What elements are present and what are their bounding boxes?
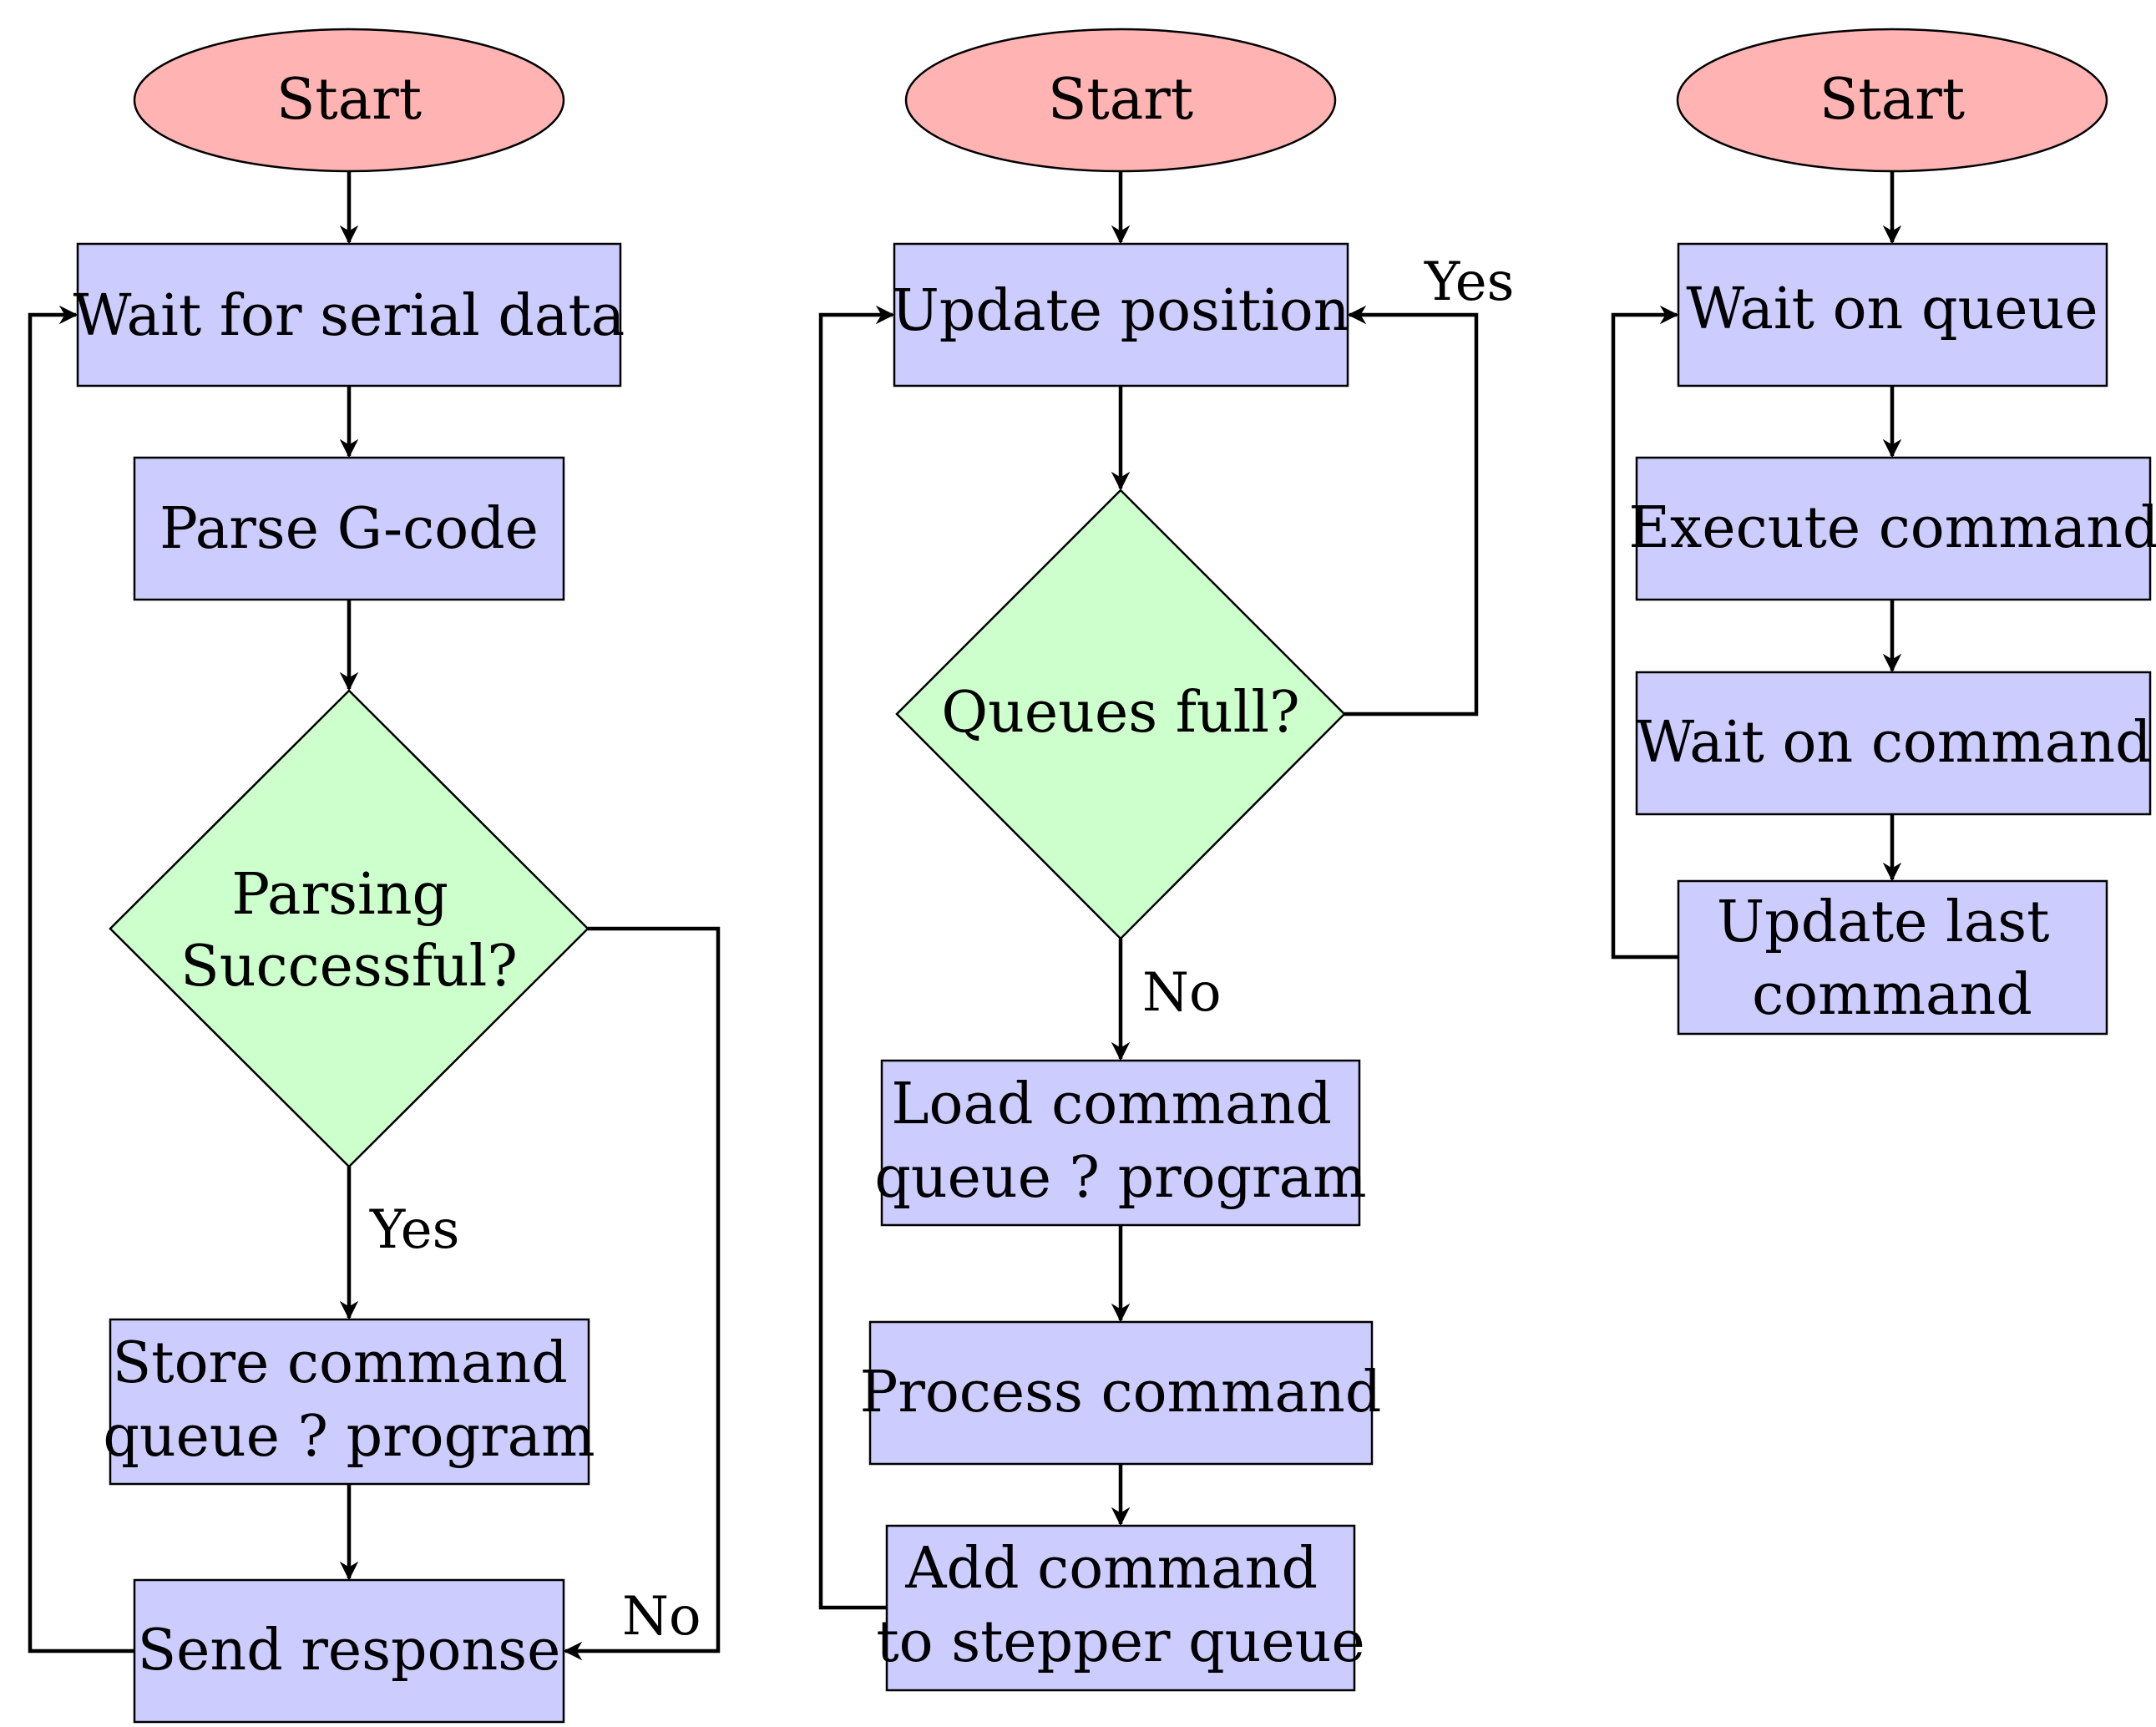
flow1-yes-label: Yes xyxy=(369,1199,459,1261)
flow2-add-shape xyxy=(885,1524,1356,1692)
flow2-add-node: Add command to stepper queue xyxy=(876,1524,1365,1692)
flow2-yes-label: Yes xyxy=(1424,251,1514,313)
flow1-decision-node: Parsing Successful? xyxy=(109,689,590,1168)
flow1-no-label: No xyxy=(622,1586,701,1648)
flow2-process-shape xyxy=(868,1320,1374,1466)
flow1-parse-label: Parse G-code xyxy=(159,496,539,562)
flow2-process-label: Process command xyxy=(860,1360,1382,1426)
flow3-execute-label: Execute command xyxy=(1628,495,2156,561)
flow3-update-last-line-1: Update last xyxy=(1717,889,2050,955)
flow2-process-node: Process command xyxy=(860,1320,1382,1466)
flow-serial: Start Wait for serial data Parse G-code … xyxy=(28,28,721,1724)
flow2-update-position-node: Update position xyxy=(891,242,1350,387)
flow-executor: Start Wait on queue Execute command Wait… xyxy=(1611,28,2156,1036)
flow1-store-label: Store command queue ? program xyxy=(103,1330,595,1470)
flow3-wait-queue-label: Wait on queue xyxy=(1686,276,2098,342)
flow2-load-line-1: Load command xyxy=(891,1071,1332,1137)
flow1-send-shape xyxy=(133,1578,565,1724)
flow3-update-last-line-2: command xyxy=(1752,962,2032,1028)
flow1-decision-line-1: Parsing xyxy=(231,862,448,928)
flow3-execute-node: Execute command xyxy=(1628,456,2156,601)
flow2-update-position-label: Update position xyxy=(891,278,1349,344)
flow2-add-label: Add command to stepper queue xyxy=(876,1536,1364,1675)
flow1-edge-decision-no xyxy=(563,926,721,1661)
flow2-decision-node: Queues full? xyxy=(895,489,1346,940)
flow3-wait-command-node: Wait on command xyxy=(1635,671,2152,816)
flow1-start-label: Start xyxy=(276,67,422,133)
flow2-add-line-1: Add command xyxy=(904,1536,1318,1602)
flow2-load-shape xyxy=(880,1059,1361,1227)
flow1-start-node: Start xyxy=(133,28,565,173)
flow1-send-label: Send response xyxy=(138,1618,561,1684)
flow2-start-label: Start xyxy=(1048,67,1193,133)
flow3-wait-command-label: Wait on command xyxy=(1636,710,2151,776)
flow1-store-line-1: Store command xyxy=(113,1330,568,1396)
flow2-edge-decision-yes xyxy=(1344,305,1479,717)
flow3-wait-queue-node: Wait on queue xyxy=(1677,242,2108,387)
flow3-start-label: Start xyxy=(1819,67,1965,133)
flow1-wait-serial-label: Wait for serial data xyxy=(73,283,625,349)
flow2-no-label: No xyxy=(1142,962,1222,1024)
flow1-wait-serial-node: Wait for serial data xyxy=(73,242,625,387)
flow1-parse-node: Parse G-code xyxy=(133,456,565,601)
flow1-store-node: Store command queue ? program xyxy=(103,1318,595,1486)
flow2-load-node: Load command queue ? program xyxy=(874,1059,1367,1227)
flow2-add-line-2: to stepper queue xyxy=(876,1609,1364,1675)
flow2-edge-loop-back xyxy=(818,305,895,1610)
flow2-load-label: Load command queue ? program xyxy=(874,1071,1366,1211)
flow1-decision-shape xyxy=(109,689,590,1168)
flow3-wait-command-shape xyxy=(1635,671,2152,816)
flow1-send-node: Send response xyxy=(133,1578,565,1724)
flow2-load-line-2: queue ? program xyxy=(874,1145,1366,1211)
flow3-edge-loop-back xyxy=(1611,305,1679,960)
flow1-decision-line-2: Successful? xyxy=(180,934,518,1000)
flow-stepper: Start Update position Queues full? Load … xyxy=(818,28,1514,1692)
flow3-execute-shape xyxy=(1635,456,2152,601)
flow1-wait-serial-shape xyxy=(76,242,622,387)
flow3-wait-queue-shape xyxy=(1677,242,2108,387)
flow3-update-last-shape xyxy=(1677,879,2108,1036)
flow3-start-node: Start xyxy=(1676,28,2108,173)
flow1-edge-loop-back xyxy=(28,305,134,1654)
flow2-decision-label: Queues full? xyxy=(941,680,1299,746)
flow1-store-line-2: queue ? program xyxy=(103,1404,595,1470)
flow3-update-last-node: Update last command xyxy=(1677,879,2108,1036)
flow1-decision-label: Parsing Successful? xyxy=(180,862,518,1000)
flow2-start-node: Start xyxy=(904,28,1337,173)
flow3-update-last-label: Update last command xyxy=(1717,889,2067,1028)
